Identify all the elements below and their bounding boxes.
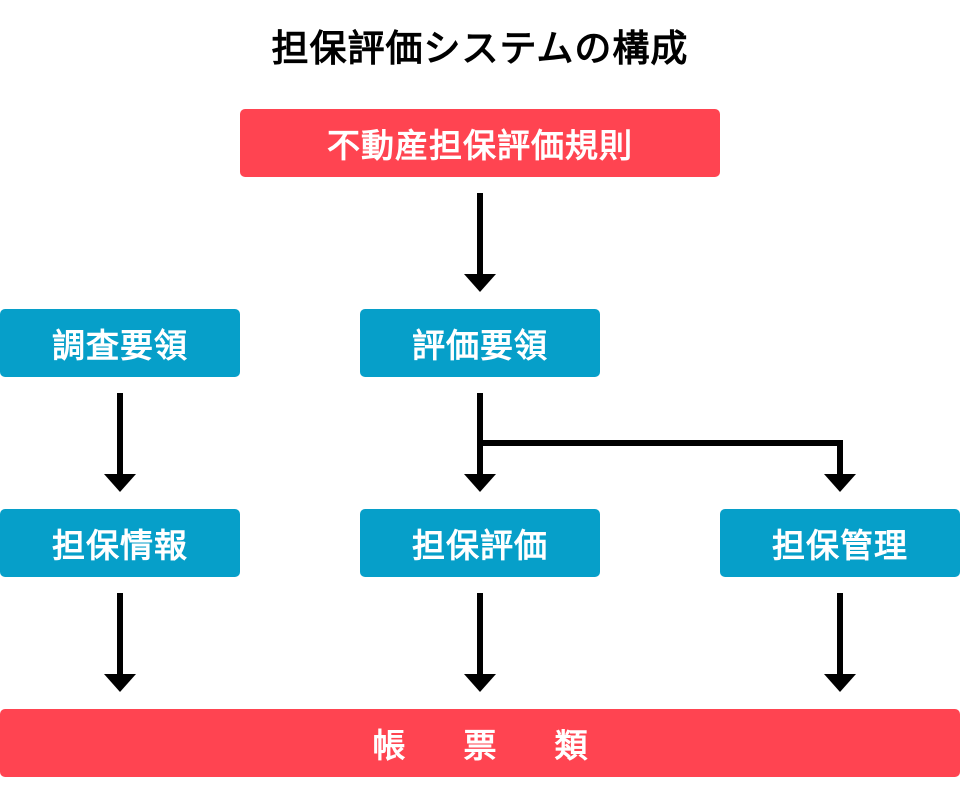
node-survey-guideline: 調査要領 bbox=[0, 309, 240, 377]
arrowhead-collateral-info-to-forms bbox=[104, 674, 136, 692]
edge-evaluation-guideline-to-collateral-management bbox=[480, 440, 843, 476]
node-collateral-info: 担保情報 bbox=[0, 509, 240, 577]
arrowhead-survey-guideline-to-collateral-info bbox=[104, 474, 136, 492]
arrowhead-evaluation-guideline-to-collateral-evaluation bbox=[464, 474, 496, 492]
node-collateral-management: 担保管理 bbox=[720, 509, 960, 577]
diagram-title: 担保評価システムの構成 bbox=[271, 27, 689, 70]
node-collateral-evaluation: 担保評価 bbox=[360, 509, 600, 577]
arrowhead-rule-to-evaluation-guideline bbox=[464, 274, 496, 292]
arrowhead-evaluation-guideline-to-collateral-management bbox=[824, 474, 856, 492]
arrowhead-collateral-management-to-forms bbox=[824, 674, 856, 692]
arrowhead-collateral-evaluation-to-forms bbox=[464, 674, 496, 692]
node-real-estate-collateral-evaluation-rule: 不動産担保評価規則 bbox=[240, 109, 720, 177]
node-evaluation-guideline: 評価要領 bbox=[360, 309, 600, 377]
node-forms: 帳票類 bbox=[0, 709, 960, 777]
